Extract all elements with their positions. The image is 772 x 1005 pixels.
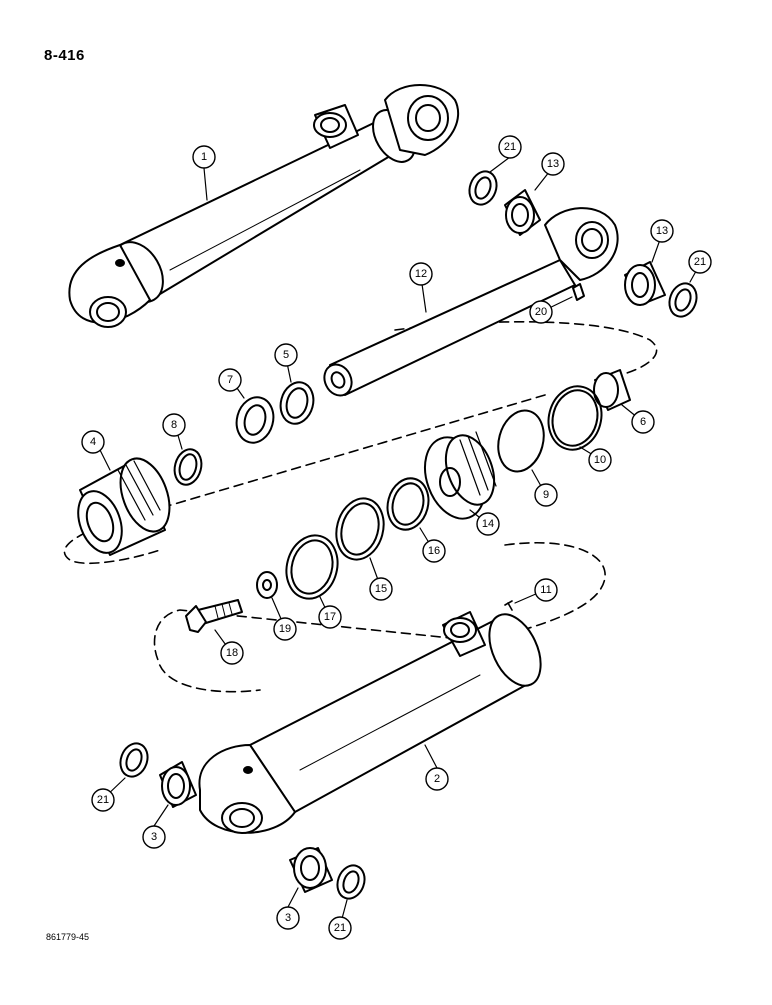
- callout-14: 14: [482, 518, 494, 530]
- callout-18: 18: [226, 647, 238, 659]
- callout-16: 16: [428, 545, 440, 557]
- piston-14: [424, 431, 497, 520]
- callout-3a: 3: [151, 831, 157, 843]
- ring-16: [386, 477, 430, 531]
- callout-12: 12: [415, 268, 427, 280]
- callout-1: 1: [201, 151, 207, 163]
- callout-11: 11: [540, 584, 551, 596]
- callout-21b: 21: [694, 256, 706, 268]
- grease-fitting-20: [572, 283, 585, 301]
- ring-15: [335, 497, 385, 561]
- callout-6: 6: [640, 416, 646, 428]
- callout-4: 4: [90, 436, 96, 448]
- callout-19: 19: [279, 623, 291, 635]
- cylinder-head-4: [77, 457, 171, 556]
- seal-7: [235, 396, 275, 444]
- bolt-18: [185, 599, 243, 633]
- callout-13a: 13: [547, 158, 559, 170]
- callout-15: 15: [375, 583, 387, 595]
- page-number: 8-416: [44, 47, 85, 64]
- callout-2: 2: [434, 773, 440, 785]
- callout-21a: 21: [504, 141, 516, 153]
- callout-5: 5: [283, 349, 289, 361]
- dashed-group-lower: [153, 541, 606, 693]
- cylinder-barrel-top: [68, 84, 460, 328]
- callout-21d: 21: [334, 922, 346, 934]
- callout-7: 7: [227, 374, 233, 386]
- wiper-ring-21-bottom: [336, 864, 366, 900]
- wiper-ring-21-right: [668, 282, 698, 318]
- backup-ring-10: [547, 385, 603, 451]
- washer-19: [256, 571, 278, 599]
- callout-20: 20: [535, 306, 547, 318]
- ring-parts-bottom: [119, 742, 366, 900]
- piston-rod: [323, 207, 619, 397]
- wiper-ring-21-top: [468, 170, 498, 206]
- seal-5: [279, 381, 315, 425]
- figure-code: 861779-45: [46, 932, 90, 942]
- wiper-ring-21-left: [119, 742, 149, 778]
- callouts: 1 2 3 3 4 5 6 7 8 9 10 11 12 13 13 14 15…: [81, 135, 712, 940]
- o-ring-9: [497, 409, 545, 473]
- callout-17: 17: [324, 611, 336, 623]
- callout-9: 9: [543, 489, 549, 501]
- callout-21c: 21: [97, 794, 109, 806]
- ring-parts: [173, 170, 698, 600]
- callout-10: 10: [594, 454, 606, 466]
- callout-8: 8: [171, 419, 177, 431]
- screw-11: [504, 600, 513, 611]
- callout-3b: 3: [285, 912, 291, 924]
- callout-13b: 13: [656, 225, 668, 237]
- ring-17: [285, 534, 339, 600]
- cylinder-barrel-bottom: [198, 611, 542, 834]
- ring-8: [173, 448, 203, 486]
